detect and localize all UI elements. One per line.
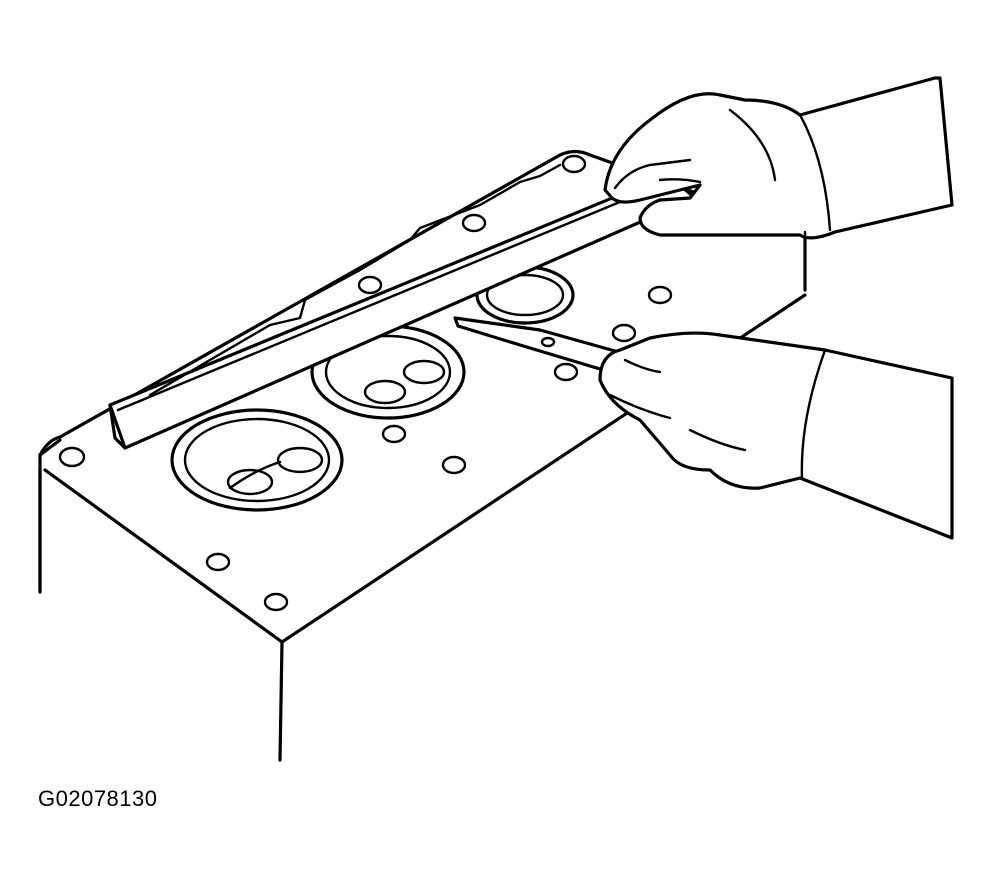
- figure-id-label: G02078130: [38, 786, 158, 811]
- upper-hand: [603, 76, 954, 292]
- straight-edge: [108, 163, 697, 450]
- combustion-chambers: [170, 265, 575, 512]
- bolt-holes: [58, 154, 673, 612]
- lower-hand: [598, 331, 954, 540]
